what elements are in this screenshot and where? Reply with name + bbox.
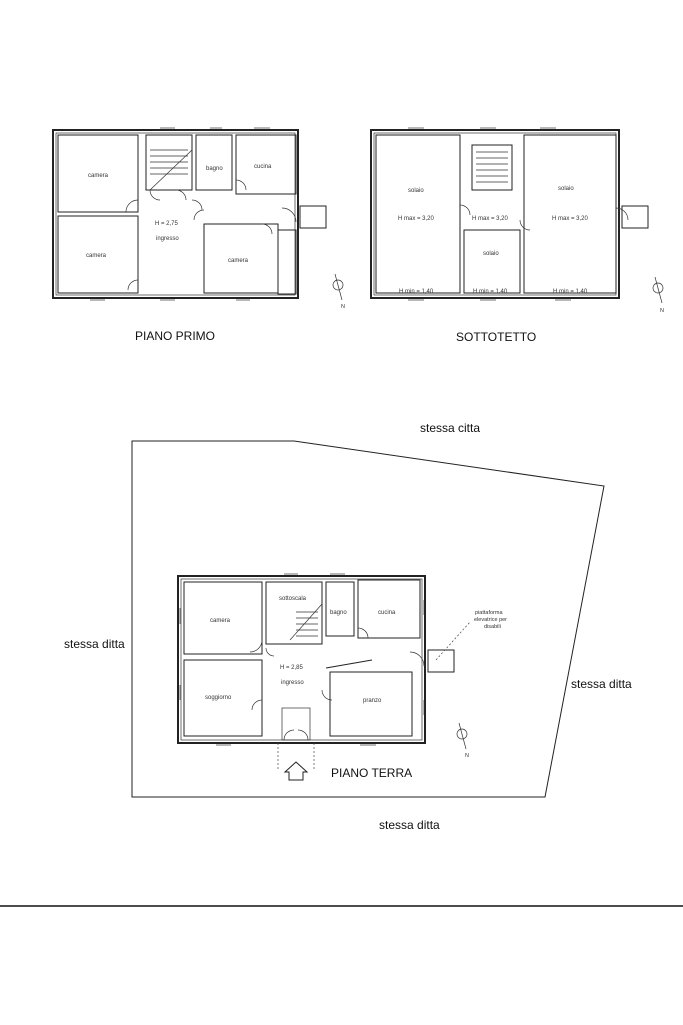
pp-room-camera-1: camera	[88, 173, 109, 179]
boundary-top-label: stessa citta	[420, 421, 480, 435]
pp-room-bagno: bagno	[206, 166, 223, 172]
svg-text:N: N	[465, 753, 469, 759]
boundary-left-label: stessa ditta	[64, 637, 125, 651]
north-arrow-icon: N	[332, 273, 345, 310]
pp-room-camera-3: camera	[228, 258, 249, 264]
st-hmin-1: H min = 1,40	[399, 289, 434, 295]
pp-room-camera-2: camera	[86, 253, 107, 259]
pt-room-ingresso: ingresso	[281, 680, 304, 686]
st-hmax-1: H max = 3,20	[398, 216, 435, 222]
lot-boundary	[131, 440, 605, 798]
svg-text:N: N	[341, 304, 345, 310]
sottotetto-plan	[370, 127, 649, 301]
piano-terra-plan	[177, 573, 471, 781]
sottotetto-labels: solaio solaio solaio H max = 3,20 H max …	[398, 186, 589, 295]
boundary-bottom-label: stessa ditta	[379, 818, 440, 832]
pt-room-pranzo: pranzo	[363, 698, 382, 704]
boundary-right-label: stessa ditta	[571, 677, 632, 691]
pt-room-bagno: bagno	[330, 610, 347, 616]
st-hmin-3: H min = 1,40	[553, 289, 588, 295]
pp-height: H = 2,75	[155, 221, 179, 227]
pp-room-ingresso: ingresso	[156, 236, 179, 242]
svg-text:N: N	[660, 308, 664, 314]
north-arrow-icon: N	[652, 276, 664, 314]
st-hmax-2: H max = 3,20	[472, 216, 509, 222]
st-room-solaio-2: solaio	[558, 186, 574, 192]
piano-terra-title: PIANO TERRA	[331, 766, 412, 780]
pt-height: H = 2,85	[280, 665, 304, 671]
platform-note-line-2: elevatrice per	[474, 617, 507, 623]
pt-room-cucina: cucina	[378, 610, 396, 616]
st-hmax-3: H max = 3,20	[552, 216, 589, 222]
pp-room-cucina: cucina	[254, 164, 272, 170]
entrance-arrow-icon	[283, 761, 309, 781]
platform-note-line-3: disabili	[484, 624, 501, 630]
platform-note-line-1: piattaforma	[475, 610, 503, 616]
st-room-solaio-3: solaio	[483, 251, 499, 257]
piano-primo-labels: camera camera bagno cucina H = 2,75 ingr…	[86, 164, 272, 264]
pt-room-soggiorno: soggiorno	[205, 695, 232, 701]
north-arrow-icon: N	[456, 722, 469, 759]
st-hmin-2: H min = 1,40	[473, 289, 508, 295]
pt-room-camera: camera	[210, 618, 231, 624]
piano-primo-plan	[52, 127, 327, 301]
piano-primo-title: PIANO PRIMO	[135, 329, 215, 343]
st-room-solaio-1: solaio	[408, 188, 424, 194]
sottotetto-title: SOTTOTETTO	[456, 330, 536, 344]
piano-terra-labels: camera sottoscala bagno cucina H = 2,85 …	[205, 596, 507, 704]
pt-room-sottoscala: sottoscala	[279, 596, 307, 602]
